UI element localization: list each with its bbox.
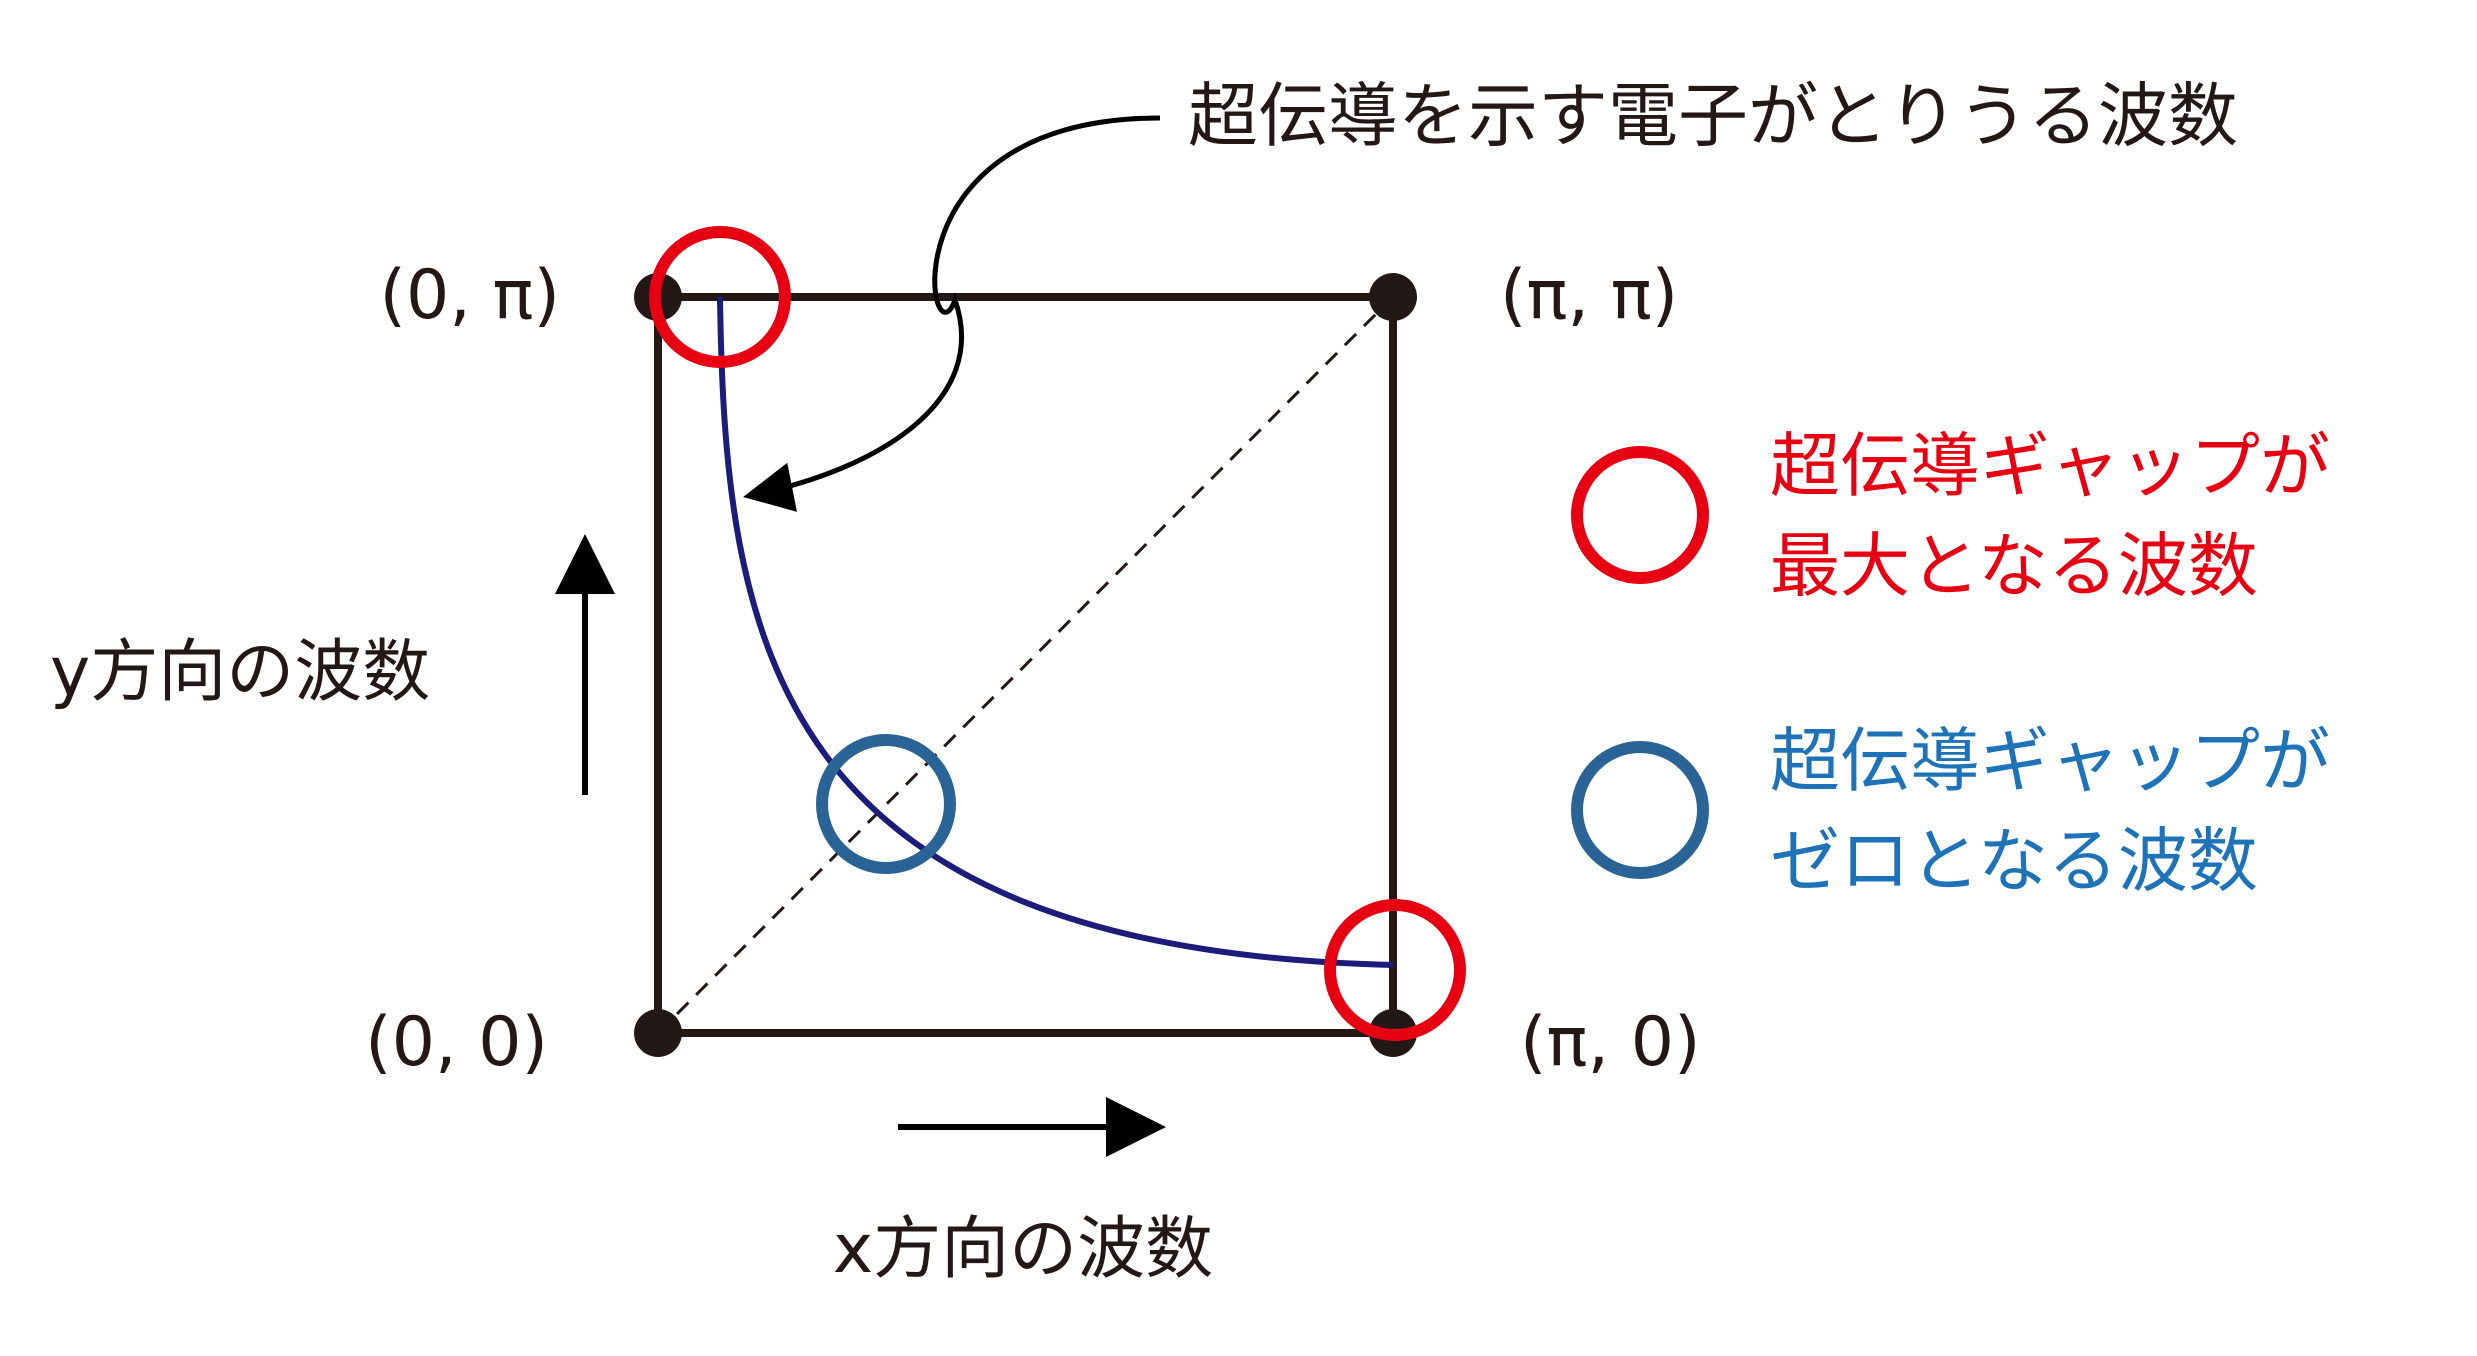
legend-zero-gap-line1: 超伝導ギャップが <box>1770 720 2330 802</box>
corner-label-top-right: (π, π) <box>1500 256 1678 335</box>
y-axis-title: y方向の波数 <box>50 633 430 712</box>
zone-square <box>654 293 1397 1037</box>
corner-dot-top-right <box>1369 273 1417 321</box>
diagonal-dashed-line <box>656 295 1395 1035</box>
corner-label-top-left: (0, π) <box>380 256 561 335</box>
x-axis-title: x方向の波数 <box>833 1210 1213 1289</box>
legend-max-gap-marker <box>1571 446 1709 584</box>
legend-max-gap-line2: 最大となる波数 <box>1770 525 2258 607</box>
corner-label-bottom-right: (π, 0) <box>1520 1003 1701 1082</box>
legend-zero-gap-line2: ゼロとなる波数 <box>1770 820 2258 902</box>
max-gap-circle-bottom-right <box>1324 899 1466 1041</box>
callout-arrow <box>743 115 1161 512</box>
zero-gap-circle-node <box>816 734 956 874</box>
corner-dot-bottom-left <box>634 1009 682 1057</box>
corner-label-bottom-left: (0, 0) <box>365 1003 548 1082</box>
max-gap-circle-top-left <box>649 226 791 368</box>
fermi-surface-curve <box>717 296 1394 968</box>
legend-max-gap-line1: 超伝導ギャップが <box>1770 425 2330 507</box>
callout-text: 超伝導を示す電子がとりうる波数 <box>1188 75 2238 157</box>
legend-zero-gap-marker <box>1571 741 1709 879</box>
